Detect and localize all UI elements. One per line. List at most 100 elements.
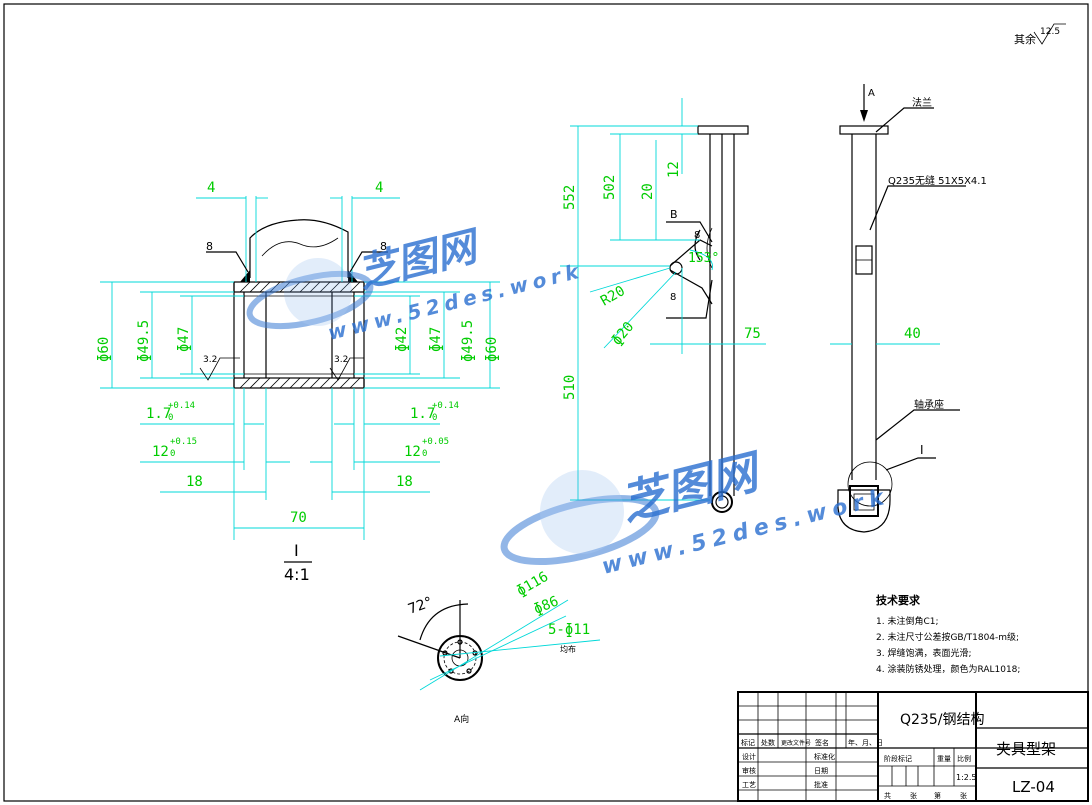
dim-w40: 40: [904, 326, 921, 342]
dim-w20: 20: [640, 183, 656, 200]
roughness-symbol-other: [1033, 23, 1066, 45]
material: Q235/钢结构: [900, 712, 984, 728]
weld-left-size: 8: [206, 240, 213, 253]
col-header-count: 处数: [761, 738, 775, 747]
dim-w18-left: 18: [186, 474, 203, 490]
dim-h12: 12: [666, 161, 682, 178]
detail-i-scale: 4:1: [284, 565, 310, 584]
dim-d495-right: ɸ49.5: [460, 320, 476, 362]
dim-h502: 502: [602, 175, 618, 200]
notes-title: 技术要求: [876, 593, 921, 607]
row-review: 审核: [742, 766, 756, 775]
mid-approve: 批准: [814, 780, 828, 789]
tube-profile: [249, 219, 349, 278]
front-dim-lines: [560, 98, 766, 501]
weld-right-size: 8: [380, 240, 387, 253]
bearing-housing-side: [837, 489, 891, 533]
bearing-label: 轴承座: [914, 398, 944, 411]
roughness-left: 3.2: [203, 355, 217, 365]
dim-d42: ɸ42: [394, 327, 410, 352]
watermark-bottom: 芝图网 www.52des.work: [500, 443, 892, 580]
dim-top-left: 4: [207, 180, 215, 196]
roughness-right: 3.2: [334, 355, 348, 365]
dim-d116: ɸ116: [514, 569, 551, 600]
dim-top-right: 4: [375, 180, 383, 196]
bottom-total: 共: [884, 791, 891, 800]
detail-mark-i: I: [920, 443, 924, 457]
surface-label: 其余: [1014, 32, 1036, 46]
technical-notes: 技术要求 1. 未注倒角C1; 2. 未注尺寸公差按GB/T1804-m级; 3…: [876, 593, 1020, 675]
dim-d47-right: ɸ47: [428, 327, 444, 352]
detail-i-circle: [847, 461, 893, 507]
title-block: 标记 处数 更改文件号 签名 年、月、日 设计 审核 工艺 标准化 日期 批准 …: [737, 691, 1089, 802]
dim-depth-tol-right: +0.05: [422, 437, 449, 447]
stage-label: 阶段标记: [884, 754, 912, 763]
dim-w18-right: 18: [396, 474, 413, 490]
dim-d60-left: ɸ60: [96, 337, 112, 362]
dim-chamfer-tol-lower-right: 0: [432, 413, 437, 423]
dim-depth-left: 12: [152, 444, 169, 460]
watermark-logo-globe-2: [500, 470, 660, 566]
dim-d86: ɸ86: [532, 593, 561, 617]
dim-chamfer-right: 1.7: [410, 406, 435, 422]
flange-front: [697, 125, 749, 135]
dim-chamfer-left: 1.7: [146, 406, 171, 422]
bottom-sheet: 张: [960, 791, 967, 800]
view-a-arrow: A: [868, 88, 875, 99]
bottom-sheets: 张: [910, 791, 917, 800]
scale-label: 比例: [957, 754, 971, 763]
dim-depth-tol-lower-right: 0: [422, 449, 427, 459]
bearing-housing-front: [711, 491, 733, 513]
weld-c-size: 8: [670, 292, 676, 303]
drawing-frame: [3, 3, 1089, 802]
roughness-other-value: 12.5: [1040, 27, 1060, 37]
dim-w75: 75: [744, 326, 761, 342]
detail-dim-lines: [100, 196, 500, 540]
weld-fillet-left: [240, 270, 250, 282]
row-design: 设计: [742, 752, 756, 761]
hole-note: 均布: [560, 644, 576, 654]
section-a-view: 72° ɸ116 ɸ86 5-ɸ11 均布 A向: [397, 569, 601, 725]
dim-d495-left: ɸ49.5: [136, 320, 152, 362]
note-2: 2. 未注尺寸公差按GB/T1804-m级;: [876, 631, 1019, 643]
dim-h510: 510: [562, 375, 578, 400]
row-process: 工艺: [742, 781, 756, 789]
part-name: 夹具型架: [996, 740, 1056, 758]
detail-i-label: I: [294, 541, 299, 560]
tube-label: Q235无缝 51X5X4.1: [888, 174, 987, 187]
weld-b-size: 8: [694, 230, 700, 241]
note-4: 4. 涂装防锈处理，颜色为RAL1018;: [876, 663, 1020, 675]
tube-break-line: [261, 237, 339, 257]
section-hatch: [239, 281, 361, 389]
dim-holes: 5-ɸ11: [548, 622, 590, 638]
detail-i-view: 4 4 8 8 3.2 3.2 ɸ60 ɸ49.5 ɸ47 ɸ42 ɸ47 ɸ4…: [96, 180, 500, 584]
angle-72: 72°: [406, 594, 435, 618]
note-3: 3. 焊缝饱满，表面光滑;: [876, 647, 971, 659]
dim-depth-tol-lower-left: 0: [170, 449, 175, 459]
watermark-logo-globe: [246, 258, 374, 330]
dim-d60-right: ɸ60: [484, 337, 500, 362]
side-view: A I 法兰 Q235无缝 51X5X4.1 轴承座 40: [830, 84, 987, 533]
note-1: 1. 未注倒角C1;: [876, 615, 939, 627]
col-header-file: 更改文件号: [781, 739, 811, 747]
dim-h552: 552: [562, 185, 578, 210]
dim-w70: 70: [290, 510, 307, 526]
dim-d20: ɸ20: [609, 319, 638, 349]
dim-chamfer-tol-right: +0.14: [432, 401, 459, 411]
dim-d47-left: ɸ47: [176, 327, 192, 352]
dim-depth-tol-left: +0.15: [170, 437, 197, 447]
col-header-sign: 签名: [815, 738, 829, 747]
section-b-mark: B: [670, 208, 678, 221]
flange-label: 法兰: [912, 96, 932, 109]
mid-date: 日期: [814, 767, 828, 775]
col-header-date: 年、月、日: [848, 738, 883, 747]
col-header-mark: 标记: [741, 738, 755, 747]
mid-std: 标准化: [814, 752, 835, 761]
dim-depth-right: 12: [404, 444, 421, 460]
dim-r20: R20: [598, 283, 628, 310]
drawing-number: LZ-04: [1012, 778, 1055, 796]
dim-ang153: 153°: [688, 251, 719, 266]
watermark-brand-bottom: 芝图网: [616, 443, 769, 530]
